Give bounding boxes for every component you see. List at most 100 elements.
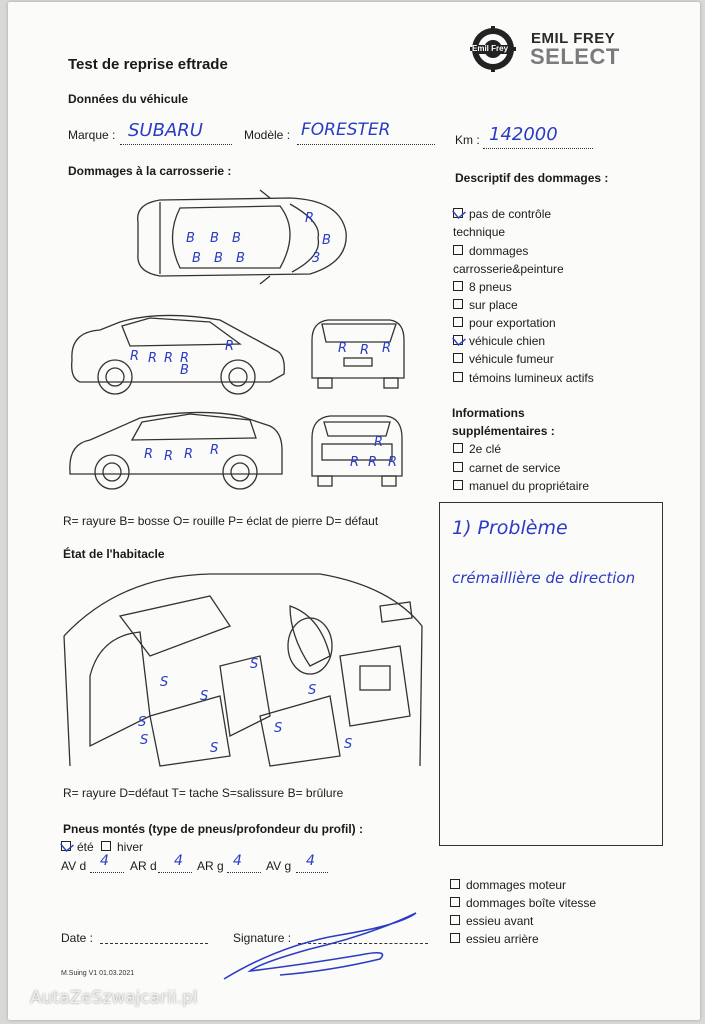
checkbox-icon[interactable] — [450, 879, 460, 889]
car-top-view — [137, 189, 347, 285]
chk-export[interactable]: pour exportation — [453, 316, 556, 330]
chk-owner-manual[interactable]: manuel du propriétaire — [453, 479, 589, 493]
checkbox-icon[interactable] — [453, 443, 463, 453]
svg-text:B: B — [180, 363, 189, 378]
chk-warning-lights[interactable]: témoins lumineux actifs — [453, 371, 594, 385]
form-title: Test de reprise eftrade — [68, 56, 228, 73]
chk-8-tires[interactable]: 8 pneus — [453, 280, 512, 294]
chk-label-cont: carrosserie&peinture — [453, 262, 564, 276]
ard-field[interactable]: 4 — [158, 853, 192, 873]
checkbox-icon[interactable] — [450, 933, 460, 943]
marque-label: Marque : — [68, 128, 116, 142]
svg-text:R: R — [305, 211, 314, 226]
chk-winter[interactable]: hiver — [101, 840, 143, 854]
interior-marks: SS SS SS SS S — [138, 657, 352, 756]
checkbox-icon[interactable] — [61, 841, 71, 851]
tires-heading: Pneus montés (type de pneus/profondeur d… — [63, 822, 364, 836]
checkbox-icon[interactable] — [453, 462, 463, 472]
chk-gearbox-damage[interactable]: dommages boîte vitesse — [450, 896, 596, 910]
car-front-view — [311, 319, 405, 389]
arg-label: AR g — [197, 859, 224, 873]
checkbox-icon[interactable] — [453, 353, 463, 363]
body-damage-heading: Dommages à la carrosserie : — [68, 164, 232, 178]
svg-text:B: B — [192, 251, 201, 266]
signature-label: Signature : — [233, 931, 292, 945]
chk-dog-vehicle[interactable]: véhicule chien — [453, 334, 545, 348]
svg-text:R: R — [350, 455, 359, 470]
notes-box[interactable]: 1) Problème crémaillière de direction — [439, 502, 663, 846]
svg-text:R: R — [130, 349, 139, 364]
svg-text:R: R — [180, 351, 189, 366]
svg-text:R: R — [338, 341, 347, 356]
svg-text:R: R — [148, 351, 157, 366]
chk-summer[interactable]: été — [61, 840, 94, 854]
arg-field[interactable]: 4 — [227, 853, 261, 873]
chk-label-cont: technique — [453, 225, 506, 239]
checkbox-icon[interactable] — [453, 281, 463, 291]
chk-label: carnet de service — [469, 461, 561, 475]
svg-text:S: S — [210, 741, 218, 756]
chk-label: essieu avant — [466, 914, 534, 928]
svg-text:B: B — [186, 231, 195, 246]
avd-label: AV d — [61, 859, 87, 873]
svg-text:R: R — [210, 443, 219, 458]
checkbox-icon[interactable] — [450, 897, 460, 907]
checkbox-icon[interactable] — [450, 915, 460, 925]
svg-text:R: R — [382, 341, 391, 356]
chk-label: dommages — [469, 244, 529, 258]
chk-body-damage[interactable]: dommages — [453, 244, 528, 258]
date-field[interactable] — [100, 930, 208, 944]
svg-text:R: R — [374, 435, 383, 450]
svg-text:S: S — [160, 675, 168, 690]
avg-field[interactable]: 4 — [296, 853, 328, 873]
checkbox-icon[interactable] — [453, 317, 463, 327]
svg-text:R: R — [184, 447, 193, 462]
notes-line-2: crémaillière de direction — [452, 569, 636, 587]
chk-label: dommages boîte vitesse — [466, 896, 597, 910]
chk-label: véhicule fumeur — [469, 352, 554, 366]
marque-field[interactable]: SUBARU — [120, 120, 232, 145]
extra-info-heading-1: Informations — [452, 406, 525, 420]
checkbox-icon[interactable] — [453, 335, 463, 345]
marque-value: SUBARU — [128, 120, 203, 141]
chk-front-axle[interactable]: essieu avant — [450, 914, 533, 928]
chk-service-book[interactable]: carnet de service — [453, 461, 560, 475]
chk-label: été — [77, 840, 94, 854]
signature-field[interactable] — [298, 930, 428, 944]
checkbox-icon[interactable] — [453, 299, 463, 309]
chk-rear-axle[interactable]: essieu arrière — [450, 932, 539, 946]
interior-diagram[interactable]: SS SS SS SS S — [60, 566, 430, 778]
modele-field[interactable]: FORESTER — [297, 120, 435, 145]
svg-text:R: R — [388, 455, 397, 470]
checkbox-icon[interactable] — [453, 245, 463, 255]
signature-image — [223, 912, 417, 980]
avd-field[interactable]: 4 — [90, 853, 124, 873]
damage-desc-heading: Descriptif des dommages : — [455, 171, 609, 185]
km-value: 142000 — [489, 124, 558, 145]
chk-second-key[interactable]: 2e clé — [453, 442, 501, 456]
chk-no-technical-control[interactable]: pas de contrôle — [453, 207, 551, 221]
chk-on-site[interactable]: sur place — [453, 298, 518, 312]
interior-heading: État de l'habitacle — [63, 547, 165, 561]
version-text: M.Suing V1 01.03.2021 — [61, 970, 135, 977]
watermark: AutaZeSzwajcarii.pl — [30, 988, 198, 1008]
chk-engine-damage[interactable]: dommages moteur — [450, 878, 566, 892]
svg-text:B: B — [322, 233, 331, 248]
chk-label: dommages moteur — [466, 878, 567, 892]
chk-label: sur place — [469, 298, 518, 312]
car-side-view-left — [71, 314, 285, 395]
checkbox-icon[interactable] — [453, 372, 463, 382]
chk-label: témoins lumineux actifs — [469, 371, 594, 385]
vehicle-heading: Données du véhicule — [68, 92, 189, 106]
logo-line2: SELECT — [530, 44, 620, 69]
checkbox-icon[interactable] — [453, 208, 463, 218]
body-damage-legend: R= rayure B= bosse O= rouille P= éclat d… — [63, 514, 379, 528]
km-field[interactable]: 142000 — [483, 124, 593, 149]
svg-text:B: B — [214, 251, 223, 266]
checkbox-icon[interactable] — [453, 480, 463, 490]
chk-smoker-vehicle[interactable]: véhicule fumeur — [453, 352, 554, 366]
km-label: Km : — [455, 133, 480, 147]
checkbox-icon[interactable] — [101, 841, 111, 851]
